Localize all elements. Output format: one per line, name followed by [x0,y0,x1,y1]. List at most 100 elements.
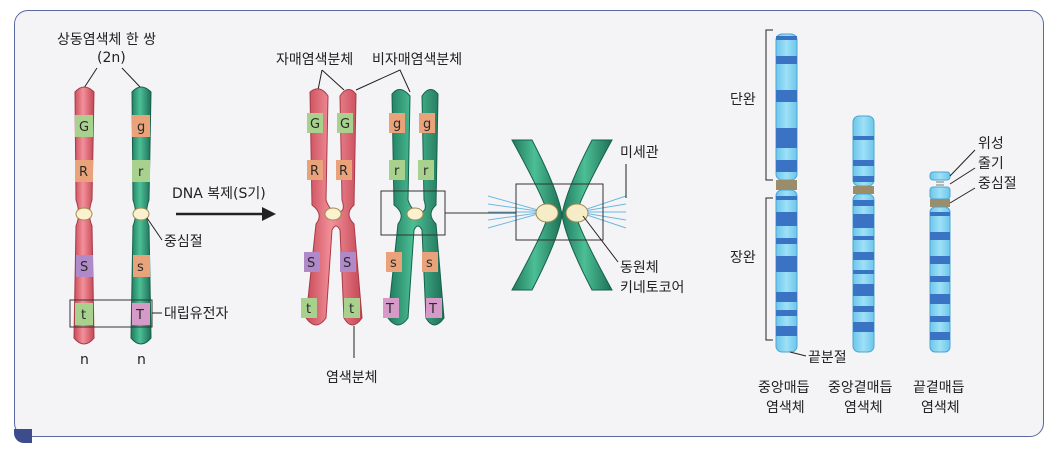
submetacentric-chromosome [852,115,875,353]
short-arm-bracket [765,29,773,181]
ploidy-left: n [80,352,89,368]
gene-band [75,115,93,137]
centromere-label: 중심절 [164,234,203,250]
closeup-chromatid-left [511,139,563,291]
kinetochore-right [565,203,589,223]
gene-band [418,160,434,180]
gene-band [386,252,402,272]
acro-centromere-label: 중심절 [978,176,1017,192]
satellite-label: 위성 [978,136,1004,152]
chromosome-types: 단완 장완 끝분절 중앙매듭 염색체 [730,29,1017,416]
acro-centromere-leader [949,187,976,204]
homolog-title-line2: (2n) [97,50,126,66]
homologous-pair: 상동염색체 한 쌍 (2n) G R S t g r s T [57,32,229,368]
gene-band [389,113,405,133]
gene-band [336,160,352,180]
kinetochore-left [535,203,559,223]
gene-band [422,252,438,272]
gene-band [426,298,442,318]
gene-t: t [306,302,311,317]
stalk-leader [949,167,976,185]
gene-g: g [137,120,145,135]
centromere [324,207,342,221]
gene-t: t [81,308,86,323]
replication-label: DNA 복제(S기) [172,186,266,202]
gene-t: t [349,302,354,317]
homolog-title-leader [83,67,142,89]
telomere-label: 끝분절 [808,350,847,366]
gene-band [132,115,150,137]
gene-r: r [394,164,400,179]
gene-R: R [339,164,348,179]
gene-band [304,252,320,272]
kinetochore-leader [582,215,619,263]
homolog-title-line1: 상동염색체 한 쌍 [57,32,156,48]
gene-s: s [137,260,144,275]
chromatid-label: 염색분체 [326,370,378,386]
gene-R: R [310,164,319,179]
gene-s: s [390,256,397,271]
centromere-red [75,207,93,221]
sister-leader [317,69,345,91]
gene-S: S [343,256,351,271]
duplicated-chromosomes: 자매염색분체 비자매염색분체 G G R R S S t t [276,52,516,386]
closeup-chromatid-right [561,139,613,291]
stalk-label: 줄기 [978,156,1004,172]
gene-G: G [79,120,89,135]
metacentric-chromosome [775,33,798,353]
long-arm-label: 장완 [730,250,756,266]
centromere [406,207,424,221]
gene-T: T [428,302,437,317]
gene-T: T [135,308,144,323]
gene-s: s [426,256,433,271]
gene-r: r [423,164,429,179]
gene-R: R [79,165,88,180]
gene-band [419,113,435,133]
metacentric-label-line1: 중앙매듭 [758,380,810,396]
kinetochore-label-line1: 동원체 [620,260,659,276]
nonsister-label: 비자매염색분체 [372,52,462,68]
gene-band [307,113,323,133]
gene-band [337,113,353,133]
metacentric-label-line2: 염색체 [766,400,805,416]
kinetochore-label-line2: 키네토코어 [620,280,684,296]
closeup-box [515,183,604,241]
centromere-green [132,207,150,221]
centromere-leader [146,217,163,241]
gene-T: T [385,302,394,317]
corner-marker [14,429,32,443]
satellite-leader [949,149,976,177]
gene-band [301,298,317,318]
sister-label: 자매염색분체 [276,52,353,68]
gene-band [383,298,399,318]
gene-S: S [307,256,315,271]
gene-r: r [138,165,144,180]
replication-arrow: DNA 복제(S기) [172,186,276,221]
submetacentric-label-line1: 중앙곁매듭 [828,380,893,396]
kinetochore-closeup: 미세관 동원체 키네토코어 [487,139,684,296]
microtubule-label: 미세관 [620,145,659,161]
gene-band [75,303,93,325]
gene-g: g [393,117,401,132]
telomere-leader [789,351,807,357]
allele-label: 대립유전자 [164,306,229,322]
gene-band [132,160,150,182]
nonsister-leader [355,69,411,93]
gene-band [344,298,360,318]
gene-band [75,160,93,182]
gene-G: G [310,117,320,132]
acrocentric-label-line2: 염색체 [921,400,960,416]
gene-band [76,255,93,277]
gene-band [307,160,323,180]
gene-band [133,255,150,277]
gene-band [132,303,150,325]
acrocentric-chromosome [929,171,951,353]
submetacentric-label-line2: 염색체 [844,400,883,416]
long-arm-bracket [765,197,773,341]
gene-band [340,252,356,272]
acrocentric-label-line1: 끝곁매듭 [913,380,965,396]
ploidy-right: n [137,352,146,368]
gene-G: G [340,117,350,132]
